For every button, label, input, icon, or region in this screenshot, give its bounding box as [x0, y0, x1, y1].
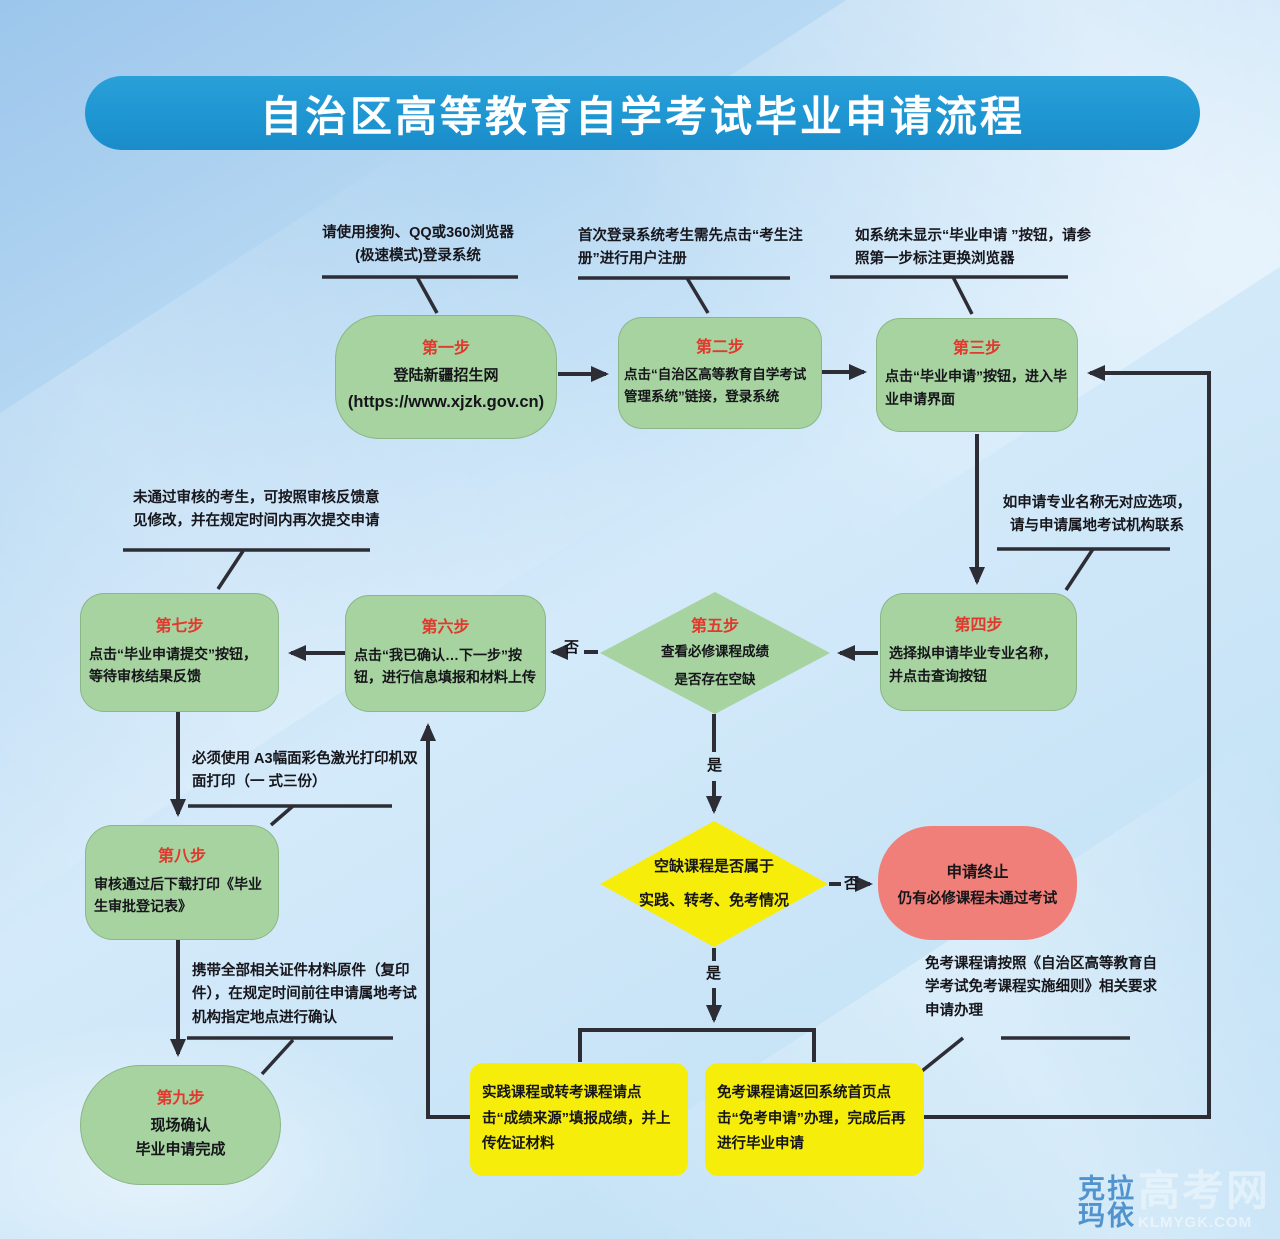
branch-label-yes-step5: 是 — [707, 757, 723, 774]
step-5-text-line2: 是否存在空缺 — [674, 672, 756, 687]
branch-label-no-gap: 否 — [844, 875, 860, 892]
watermark-site-block: 高考网 KLMYGK.COM — [1137, 1167, 1270, 1232]
step-4-text: 选择拟申请毕业专业名称，并点击查询按钮 — [889, 645, 1057, 684]
step-5-text-line1: 查看必修课程成绩 — [661, 644, 769, 660]
step-6-node: 第六步 点击“我已确认…下一步”按钮，进行信息填报和材料上传 — [345, 595, 546, 712]
title-banner: 自治区高等教育自学考试毕业申请流程 — [85, 76, 1200, 150]
step-1-node: 第一步 登陆新疆招生网 (https://www.xjzk.gov.cn) — [335, 315, 557, 439]
step-2-node: 第二步 点击“自治区高等教育自学考试管理系统”链接，登录系统 — [618, 317, 822, 429]
step-9-text-line1: 现场确认 — [150, 1116, 211, 1134]
practice-course-box: 实践课程或转考课程请点击“成绩来源”填报成绩，并上传佐证材料 — [470, 1063, 688, 1176]
exempt-course-box: 免考课程请返回系统首页点击“免考申请”办理，完成后再进行毕业申请 — [705, 1063, 924, 1176]
step-9-node: 第九步 现场确认 毕业申请完成 — [80, 1065, 281, 1185]
step-3-label: 第三步 — [952, 340, 1001, 358]
annotation-printer: 必须使用 A3幅面彩色激光打印机双面打印（一 式三份） — [192, 751, 418, 791]
site-watermark: 克拉 玛依 高考网 KLMYGK.COM — [1077, 1167, 1270, 1232]
exempt-course-text: 免考课程请返回系统首页点击“免考申请”办理，完成后再进行毕业申请 — [717, 1085, 906, 1153]
step-8-node: 第八步 审核通过后下载打印《毕业生审批登记表》 — [85, 825, 279, 940]
branch-label-yes-gap: 是 — [706, 965, 722, 982]
annotation-register: 首次登录系统考生需先点击“考生注册”进行用户注册 — [578, 228, 803, 268]
step-2-text: 点击“自治区高等教育自学考试管理系统”链接，登录系统 — [624, 367, 807, 404]
step-1-url: (https://www.xjzk.gov.cn) — [347, 392, 545, 411]
step-5-label: 第五步 — [690, 618, 739, 636]
step-8-text: 审核通过后下载打印《毕业生审批登记表》 — [94, 875, 262, 915]
terminate-node: 申请终止 仍有必修课程未通过考试 — [878, 826, 1077, 940]
annotation-not-passed: 未通过审核的考生，可按照审核反馈意见修改，并在规定时间内再次提交申请 — [133, 490, 380, 530]
watermark-site: 高考网 — [1137, 1167, 1270, 1214]
page-title: 自治区高等教育自学考试毕业申请流程 — [259, 92, 1025, 140]
annotation-exempt-rule: 免考课程请按照《自治区高等教育自学考试免考课程实施细则》相关要求申请办理 — [925, 956, 1157, 1019]
watermark-cn-line2: 玛依 — [1077, 1201, 1136, 1232]
step-3-text: 点击“毕业申请”按钮，进入毕业申请界面 — [885, 368, 1067, 407]
gap-decision-line1: 空缺课程是否属于 — [653, 857, 774, 875]
step-2-label: 第二步 — [695, 339, 744, 357]
watermark-url: KLMYGK.COM — [1137, 1214, 1253, 1231]
step-7-node: 第七步 点击“毕业申请提交”按钮，等待审核结果反馈 — [80, 593, 279, 712]
step-9-text-line2: 毕业申请完成 — [135, 1140, 226, 1158]
annotation-materials: 携带全部相关证件材料原件（复印件），在规定时间前往申请属地考试机构指定地点进行确… — [192, 963, 417, 1026]
annotation-browser: 请使用搜狗、QQ或360浏览器(极速模式)登录系统 — [322, 225, 514, 265]
step-6-text: 点击“我已确认…下一步”按钮，进行信息填报和材料上传 — [354, 646, 536, 686]
practice-course-text: 实践课程或转考课程请点击“成绩来源”填报成绩，并上传佐证材料 — [482, 1085, 671, 1153]
annotation-no-major: 如申请专业名称无对应选项，请与申请属地考试机构联系 — [1002, 495, 1192, 535]
step-3-node: 第三步 点击“毕业申请”按钮，进入毕业申请界面 — [876, 318, 1078, 432]
step-4-node: 第四步 选择拟申请毕业专业名称，并点击查询按钮 — [880, 593, 1077, 711]
terminate-line1: 申请终止 — [946, 863, 1009, 881]
step-4-label: 第四步 — [954, 617, 1003, 635]
gap-decision-line2: 实践、转考、免考情况 — [638, 892, 789, 909]
step-9-label: 第九步 — [156, 1089, 205, 1107]
watermark-cn: 克拉 玛依 — [1077, 1173, 1136, 1232]
step-6-label: 第六步 — [421, 618, 470, 636]
watermark-cn-line1: 克拉 — [1077, 1173, 1136, 1204]
step-1-label: 第一步 — [421, 339, 470, 357]
step-7-label: 第七步 — [155, 617, 204, 635]
annotation-no-button: 如系统未显示“毕业申请 ”按钮，请参照第一步标注更换浏览器 — [855, 228, 1092, 268]
step-8-label: 第八步 — [157, 847, 206, 865]
terminate-line2: 仍有必修课程未通过考试 — [897, 891, 1058, 908]
step-1-text: 登陆新疆招生网 — [393, 367, 499, 385]
step-7-text: 点击“毕业申请提交”按钮，等待审核结果反馈 — [89, 645, 257, 685]
branch-label-no-step5: 否 — [564, 639, 580, 656]
